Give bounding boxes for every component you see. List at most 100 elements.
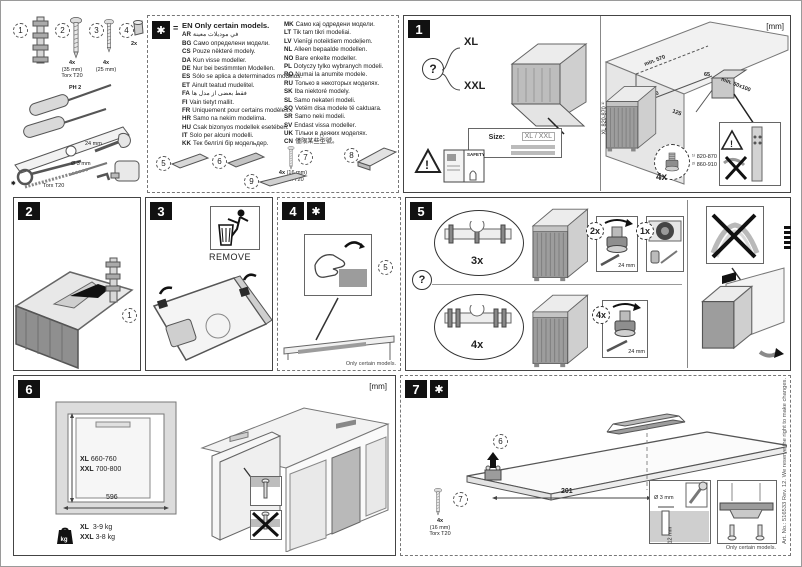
safety-text: SAFETY bbox=[467, 152, 485, 157]
part-5-callout: 5 bbox=[378, 260, 393, 275]
print-marks bbox=[784, 226, 791, 249]
variant-divider bbox=[432, 284, 682, 285]
part-6-number: 6 bbox=[212, 154, 227, 169]
feet-range-1: ¹⁾ 820-870 bbox=[692, 154, 717, 160]
strip-9-icon bbox=[258, 172, 308, 187]
counter-edge-art bbox=[283, 297, 395, 360]
dishwasher-corner-art bbox=[14, 257, 134, 370]
wrench-foot-art bbox=[606, 303, 641, 353]
step-2-panel: 2 1 bbox=[13, 197, 141, 371]
tools-illustration bbox=[14, 84, 140, 189]
trash-person-icon bbox=[218, 209, 249, 246]
weight-kg-icon: kg bbox=[57, 527, 73, 544]
feet-range-2: ²⁾ 860-910 bbox=[692, 162, 717, 168]
no-kink-inset bbox=[706, 206, 764, 264]
size-label-plate: Size: XL / XXL bbox=[468, 128, 562, 158]
peel-inset bbox=[304, 234, 372, 296]
handle-screw-icon bbox=[431, 488, 445, 516]
drill-dia-label: Ø 3 mm bbox=[654, 495, 674, 501]
screw-ok-inset bbox=[250, 476, 282, 506]
star-mark: ✱ bbox=[11, 181, 16, 187]
adjustable-foot-icon bbox=[663, 151, 681, 173]
push-in-art bbox=[700, 267, 785, 358]
choice-lines bbox=[441, 47, 461, 91]
feet-4x-art bbox=[444, 305, 512, 328]
dishwasher-top-variant bbox=[528, 204, 590, 282]
unit-mm-step1: [mm] bbox=[766, 22, 784, 31]
screw-35mm-icon bbox=[69, 17, 83, 59]
screw-16mm-icon bbox=[286, 146, 296, 170]
xl-option-label: XL bbox=[464, 36, 479, 48]
step-1-panel: 1 ? XL XXL Size: XL / XXL ! bbox=[403, 15, 791, 193]
part-4-number: 4 bbox=[119, 23, 134, 38]
feet-3x-art bbox=[444, 221, 512, 244]
wrench-24-label: 24 mm bbox=[618, 262, 635, 269]
adjust-1x-qty: 1x bbox=[636, 222, 654, 240]
step-6-badge: 6 bbox=[18, 380, 40, 398]
handle-mount-inset bbox=[717, 480, 777, 544]
step-5-divider bbox=[687, 200, 688, 368]
all-feet-adjust-inset: 24 mm bbox=[602, 300, 648, 358]
size-value: XL / XXL bbox=[521, 132, 555, 141]
serial-line-bar bbox=[511, 151, 555, 155]
variant-4x-label: 4x bbox=[471, 339, 484, 351]
door-width-dim: 596 bbox=[106, 494, 118, 501]
safety-booklet-icon: ! bbox=[414, 147, 485, 183]
handle-mount-art bbox=[719, 483, 774, 541]
part-8-number: 8 bbox=[344, 148, 359, 163]
part-1-callout: 1 bbox=[122, 308, 137, 323]
step-4-badge: 4 bbox=[282, 202, 304, 220]
step-1-badge: 1 bbox=[408, 20, 430, 38]
screw-ok-art bbox=[251, 477, 280, 499]
part-1-number: 1 bbox=[13, 23, 28, 38]
step-5-panel: 5 ? 3x 4x bbox=[405, 197, 791, 371]
part-2-label: 4x (35 mm) Torx T20 bbox=[61, 60, 83, 79]
question-mark-icon: ? bbox=[412, 270, 432, 290]
step-7-note: Only certain models. bbox=[725, 545, 776, 551]
part-2-number: 2 bbox=[55, 23, 70, 38]
dishwasher-open-door bbox=[510, 42, 588, 135]
hinge-part-icon bbox=[32, 16, 49, 64]
front-feet-adjust-inset: 24 mm bbox=[596, 216, 638, 272]
svg-text:kg: kg bbox=[61, 537, 68, 543]
screw-wrong-art bbox=[251, 511, 280, 538]
model-line-bar bbox=[511, 145, 555, 149]
step-3-panel: 3 REMOVE bbox=[145, 197, 273, 371]
handle-dim-201: 201 bbox=[561, 488, 573, 495]
variant-3x-label: 3x bbox=[471, 255, 484, 267]
feet-detail-circle bbox=[654, 144, 690, 180]
dishwasher-bottom-variant bbox=[528, 290, 590, 368]
step-7-badge: 7 bbox=[405, 380, 427, 398]
adjust-4x-qty: 4x bbox=[592, 306, 610, 324]
strip-5-icon bbox=[170, 153, 210, 169]
feet-qty: 4x bbox=[656, 172, 668, 183]
parts-tools-panel: 1 2 4x (35 mm) Torx T20 3 4x (25 mm) 4 2… bbox=[11, 15, 144, 191]
hose-warning-inset: ! bbox=[719, 122, 781, 186]
adjust-2x-qty: 2x bbox=[586, 222, 604, 240]
